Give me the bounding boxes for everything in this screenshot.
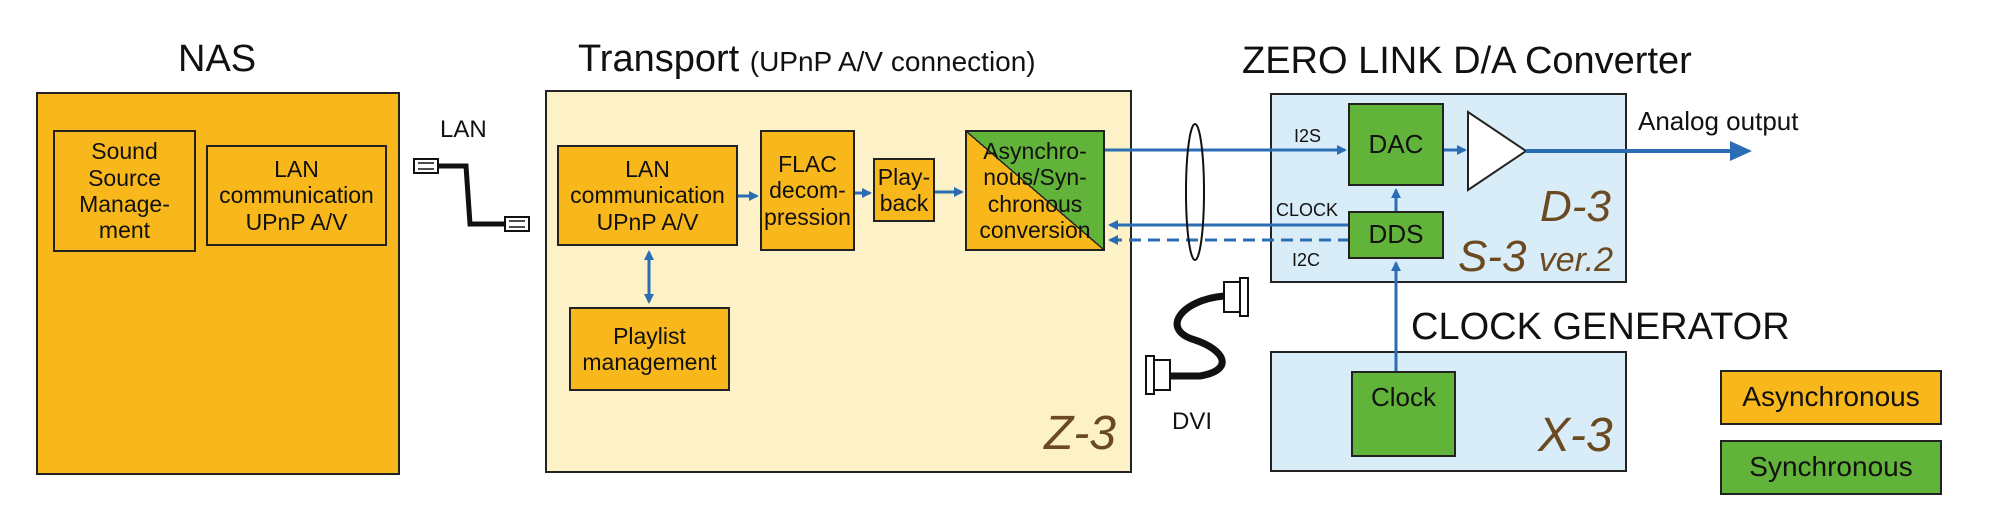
transport-subtitle: (UPnP A/V connection)	[749, 46, 1036, 77]
clock-signal-label: CLOCK	[1276, 200, 1339, 220]
transport-title: Transport (UPnP A/V connection)	[578, 38, 1036, 81]
clock-generator-model: X-3	[1538, 409, 1613, 462]
cable-bundle-ring	[1185, 123, 1205, 261]
analog-output-label: Analog output	[1638, 106, 1799, 136]
lan-cable-icon	[413, 158, 530, 232]
playlist-block: Playlist management	[569, 307, 730, 391]
clock-block: Clock	[1351, 371, 1456, 457]
flac-label: FLAC decom-pression	[764, 150, 851, 230]
nas-title: NAS	[178, 38, 257, 80]
s3-model-version: ver.2	[1538, 241, 1614, 279]
dvi-cable-label: DVI	[1172, 408, 1213, 435]
nas-lan-block: LAN communication UPnP A/V	[206, 145, 387, 246]
amplifier-icon	[1467, 110, 1528, 192]
nas-sound-source-label: Sound Source Manage-ment	[79, 138, 170, 244]
s3-model-name: S-3	[1458, 232, 1527, 281]
dac-block: DAC	[1348, 103, 1444, 186]
dds-label: DDS	[1368, 219, 1424, 250]
legend-async: Asynchronous	[1720, 370, 1942, 425]
playback-block: Play-back	[873, 158, 935, 222]
nas-sound-source-block: Sound Source Manage-ment	[53, 130, 196, 252]
nas-lan-label: LAN communication UPnP A/V	[219, 155, 374, 235]
dac-panel	[1270, 93, 1627, 283]
clock-generator-title: CLOCK GENERATOR	[1411, 306, 1790, 348]
dac-section-title: ZERO LINK D/A Converter	[1242, 40, 1692, 82]
async-sync-block: Asynchro-nous/Syn-chronous conversion	[965, 130, 1105, 251]
dac-label: DAC	[1368, 128, 1424, 159]
clock-label: Clock	[1370, 382, 1436, 412]
transport-lan-label: LAN communication UPnP A/V	[570, 155, 725, 235]
async-sync-label: Asynchro-nous/Syn-chronous conversion	[979, 137, 1091, 243]
dac-model: D-3	[1540, 182, 1611, 231]
s3-model: S-3 ver.2	[1458, 232, 1613, 282]
transport-lan-block: LAN communication UPnP A/V	[557, 145, 738, 246]
legend-sync-label: Synchronous	[1749, 451, 1913, 483]
dds-block: DDS	[1348, 211, 1444, 259]
playback-label: Play-back	[877, 163, 931, 216]
legend-async-label: Asynchronous	[1742, 381, 1920, 413]
transport-model: Z-3	[1044, 407, 1116, 460]
flac-block: FLAC decom-pression	[760, 130, 855, 251]
i2s-label: I2S	[1294, 126, 1322, 146]
dvi-cable-icon	[1145, 277, 1249, 395]
legend-sync: Synchronous	[1720, 440, 1942, 495]
i2c-label: I2C	[1292, 250, 1321, 270]
lan-cable-label: LAN	[440, 116, 487, 143]
playlist-label: Playlist management	[582, 322, 717, 375]
transport-title-main: Transport	[578, 38, 740, 80]
